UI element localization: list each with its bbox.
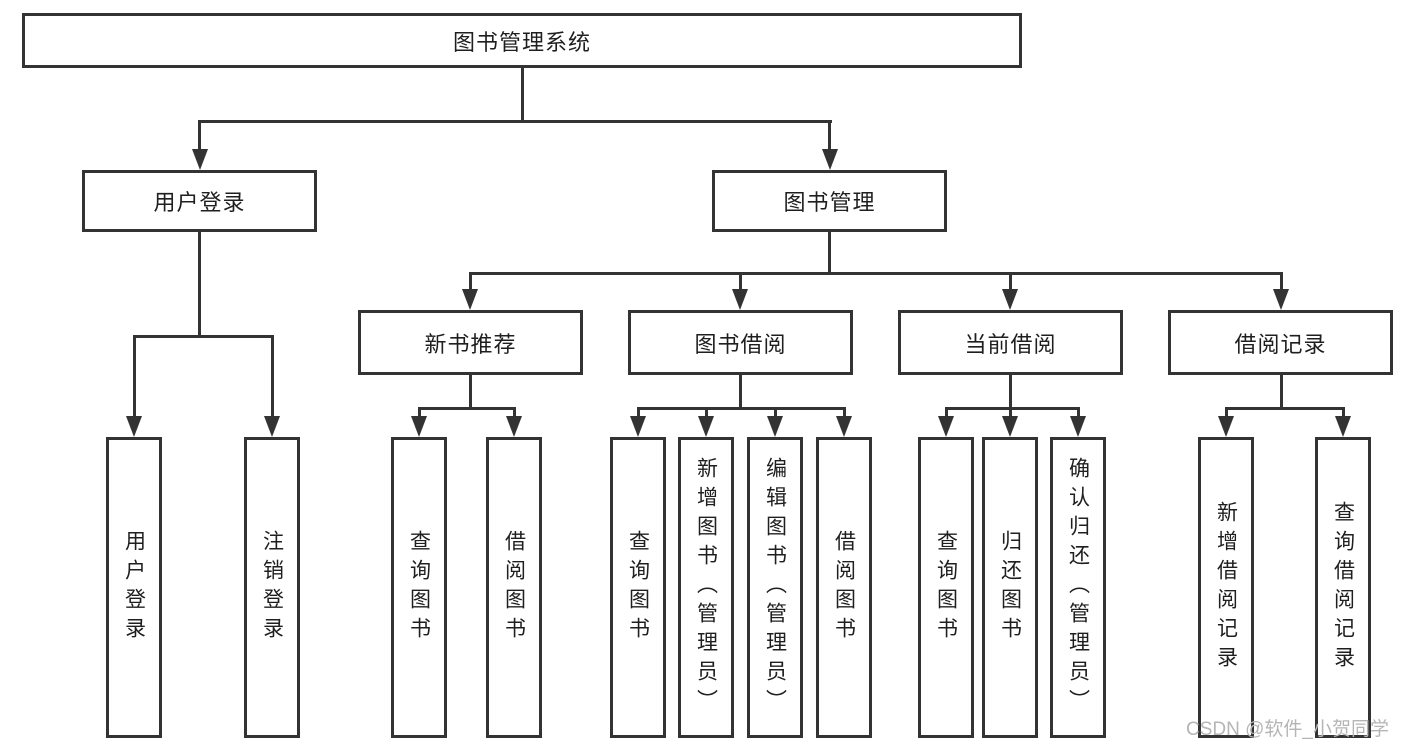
arrowhead-down-icon: [506, 416, 522, 437]
arrowhead-down-icon: [698, 416, 714, 437]
node-label: 用户登录: [153, 190, 246, 215]
node-label: 图书管理: [783, 190, 876, 215]
connector-line: [1008, 407, 1012, 419]
connector-line: [738, 272, 742, 294]
connector-line: [512, 407, 516, 419]
arrowhead-down-icon: [1002, 289, 1018, 310]
node-label: 新增图书（管理员）: [694, 457, 718, 718]
node-label: 借阅图书: [502, 529, 526, 646]
connector-line: [828, 120, 831, 154]
node-label: 注销登录: [260, 529, 284, 646]
connector-line: [704, 407, 708, 419]
node-label: 图书借阅: [694, 331, 787, 357]
connector-line: [828, 232, 831, 275]
arrowhead-down-icon: [462, 289, 478, 310]
connector-line: [468, 272, 1283, 275]
connector-line: [520, 68, 524, 123]
leaf-user-login: 用户登录: [106, 437, 162, 738]
arrowhead-down-icon: [732, 289, 748, 310]
leaf-add-borrow-record: 新增借阅记录: [1198, 437, 1254, 738]
leaf-query-books-recommend: 查询图书: [391, 437, 447, 738]
arrowhead-down-icon: [1273, 289, 1289, 310]
node-label: 查询图书: [934, 529, 958, 646]
connector-line: [738, 375, 742, 410]
connector-line: [1008, 375, 1012, 410]
node-label: 借阅图书: [832, 529, 856, 646]
connector-line: [270, 335, 274, 419]
connector-line: [198, 232, 201, 338]
leaf-query-books-current: 查询图书: [918, 437, 974, 738]
arrowhead-down-icon: [411, 416, 427, 437]
connector-line: [132, 335, 274, 338]
connector-line: [198, 120, 832, 123]
node-book-management: 图书管理: [712, 170, 947, 232]
arrowhead-down-icon: [1218, 416, 1234, 437]
connector-line: [468, 375, 472, 410]
arrowhead-down-icon: [836, 416, 852, 437]
watermark: CSDN @软件_小贺同学: [1186, 719, 1389, 740]
connector-line: [1279, 375, 1283, 410]
connector-line: [1341, 407, 1345, 419]
arrowhead-down-icon: [126, 416, 142, 437]
connector-line: [636, 407, 640, 419]
connector-line: [198, 120, 201, 154]
connector-line: [636, 407, 846, 410]
leaf-query-borrow-record: 查询借阅记录: [1315, 437, 1371, 738]
leaf-borrow-books-recommend: 借阅图书: [486, 437, 542, 738]
connector-line: [1008, 272, 1012, 294]
arrowhead-down-icon: [767, 416, 783, 437]
node-label: 用户登录: [122, 529, 146, 646]
leaf-return-books: 归还图书: [982, 437, 1038, 738]
node-user-login: 用户登录: [82, 170, 317, 232]
connector-line: [417, 407, 421, 419]
node-label: 查询图书: [626, 529, 650, 646]
connector-line: [132, 335, 136, 419]
node-label: 新书推荐: [424, 331, 517, 357]
leaf-query-books-borrowing: 查询图书: [610, 437, 666, 738]
connector-line: [1224, 407, 1228, 419]
leaf-confirm-return-admin: 确认归还（管理员）: [1050, 437, 1106, 738]
arrowhead-down-icon: [191, 149, 208, 170]
node-book-borrowing: 图书借阅: [628, 310, 853, 375]
node-new-book-recommendation: 新书推荐: [358, 310, 583, 375]
leaf-borrow-books: 借阅图书: [816, 437, 872, 738]
arrowhead-down-icon: [1002, 416, 1018, 437]
arrowhead-down-icon: [264, 416, 280, 437]
node-label: 查询图书: [407, 529, 431, 646]
connector-line: [1224, 407, 1345, 410]
arrowhead-down-icon: [938, 416, 954, 437]
leaf-add-books-admin: 新增图书（管理员）: [678, 437, 734, 738]
node-library-management-system: 图书管理系统: [22, 13, 1022, 68]
leaf-logout: 注销登录: [244, 437, 300, 738]
leaf-edit-books-admin: 编辑图书（管理员）: [747, 437, 803, 738]
node-label: 借阅记录: [1234, 331, 1327, 357]
connector-line: [1076, 407, 1080, 419]
node-label: 图书管理系统: [452, 29, 591, 55]
node-label: 查询借阅记录: [1331, 500, 1355, 675]
connector-line: [842, 407, 846, 419]
connector-line: [417, 407, 516, 410]
node-label: 当前借阅: [964, 331, 1057, 357]
connector-line: [944, 407, 1080, 410]
node-label: 编辑图书（管理员）: [763, 457, 787, 718]
connector-line: [1279, 272, 1283, 294]
node-label: 确认归还（管理员）: [1066, 457, 1090, 718]
node-label: 归还图书: [998, 529, 1022, 646]
arrowhead-down-icon: [1335, 416, 1351, 437]
node-current-borrowing: 当前借阅: [898, 310, 1123, 375]
node-label: 新增借阅记录: [1214, 500, 1238, 675]
arrowhead-down-icon: [1070, 416, 1086, 437]
arrowhead-down-icon: [630, 416, 646, 437]
node-borrowing-records: 借阅记录: [1168, 310, 1393, 375]
arrowhead-down-icon: [821, 149, 838, 170]
connector-line: [944, 407, 948, 419]
connector-line: [468, 272, 472, 294]
connector-line: [773, 407, 777, 419]
